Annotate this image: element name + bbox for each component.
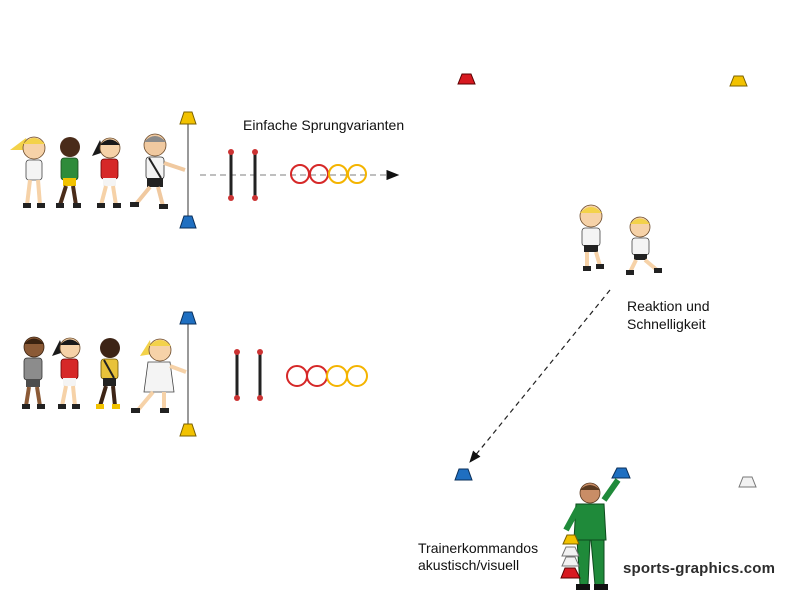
field-cone-blue: [454, 468, 473, 481]
reaction-label-line2: Schnelligkeit: [627, 316, 706, 332]
player-boy-dark-green: [56, 137, 81, 208]
cone-top: [179, 111, 197, 125]
trainer-cone-stack: [560, 534, 581, 579]
ring-red: [290, 164, 310, 184]
station-row-1: [10, 111, 400, 229]
player-girl-red: [92, 137, 121, 208]
ring-yellow: [346, 365, 368, 387]
runner-left: [579, 204, 604, 271]
brand-watermark: sports-graphics.com: [623, 560, 776, 577]
player-girl-red: [52, 337, 81, 409]
ring-yellow: [328, 164, 348, 184]
cone-top: [179, 311, 197, 325]
player-boy-yellow: [96, 338, 120, 409]
cone-bottom: [179, 423, 197, 437]
reaction-path-arrow: [469, 289, 611, 463]
field-cone-yellow: [729, 75, 748, 87]
reaction-label-line1: Reaktion und: [627, 298, 710, 314]
runner-right: [626, 216, 662, 275]
trainer-label-line1: Trainerkommandos: [418, 540, 539, 556]
hurdle: [257, 349, 263, 401]
ring-red: [286, 365, 308, 387]
field-cone-white: [738, 476, 757, 488]
player-boy-white: [130, 133, 186, 209]
ring-red: [309, 164, 329, 184]
player-girl-blonde-white: [131, 338, 187, 413]
hurdle: [228, 149, 234, 201]
ring-yellow: [326, 365, 348, 387]
trainer-label-line2: akustisch/visuell: [418, 557, 520, 573]
ring-red: [306, 365, 328, 387]
station-label-jump: Einfache Sprungvarianten: [243, 117, 405, 133]
hurdle: [252, 149, 258, 201]
station-row-2: [22, 311, 368, 437]
player-girl-blonde: [10, 136, 46, 208]
ring-yellow: [347, 164, 367, 184]
field-cone-red: [457, 73, 476, 85]
hurdle: [234, 349, 240, 401]
player-boy-brown: [22, 336, 45, 409]
trainer: [563, 467, 631, 590]
cone-bottom: [179, 215, 197, 229]
